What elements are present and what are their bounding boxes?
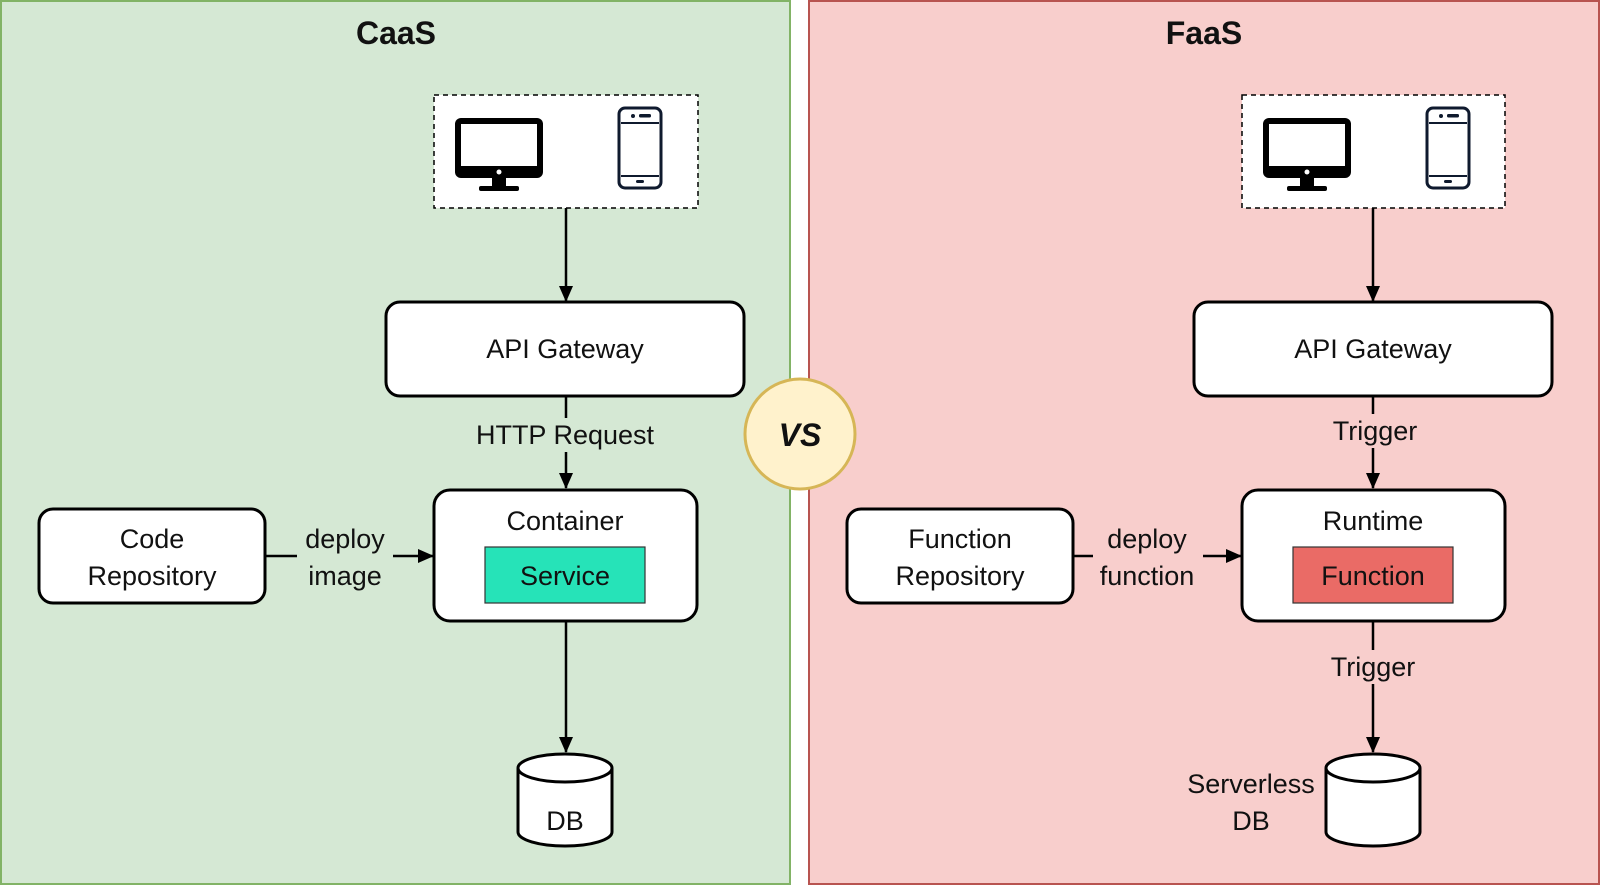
- faas-db-cylinder: [1324, 752, 1422, 848]
- faas-function-label: Function: [1321, 561, 1425, 591]
- faas-deploy-label-line2: function: [1100, 561, 1195, 591]
- caas-deploy-label-bg: [297, 520, 393, 594]
- faas-panel: FaaS API Gateway: [808, 0, 1600, 885]
- caas-http-request-label: HTTP Request: [476, 420, 655, 450]
- vs-label: VS: [779, 417, 822, 453]
- smartphone-icon: [1425, 106, 1471, 190]
- caas-clients-group: [433, 94, 699, 209]
- faas-trigger-out-label: Trigger: [1331, 652, 1416, 682]
- faas-db-label-line1: Serverless: [1187, 769, 1315, 799]
- faas-clients-group: [1241, 94, 1506, 209]
- caas-repo-label-line2: Repository: [87, 561, 217, 591]
- vs-badge: VS: [743, 377, 857, 491]
- caas-db-label: DB: [546, 806, 584, 836]
- caas-api-gateway-label: API Gateway: [486, 334, 644, 364]
- smartphone-icon: [617, 106, 663, 190]
- desktop-monitor-icon: [455, 118, 543, 191]
- caas-container-label: Container: [506, 506, 623, 536]
- caas-deploy-label-line1: deploy: [305, 524, 385, 554]
- faas-repo-label-line2: Repository: [895, 561, 1025, 591]
- caas-service-box: [484, 546, 646, 604]
- faas-title: FaaS: [1166, 15, 1242, 51]
- faas-api-gateway-label: API Gateway: [1294, 334, 1452, 364]
- faas-trigger-out-label-bg: [1320, 650, 1428, 684]
- caas-deploy-label-line2: image: [308, 561, 382, 591]
- faas-trigger-in-label: Trigger: [1333, 416, 1418, 446]
- caas-title: CaaS: [356, 15, 436, 51]
- vs-circle: [743, 377, 857, 491]
- faas-deploy-label-bg: [1093, 520, 1203, 594]
- faas-function-box: [1292, 546, 1454, 604]
- desktop-monitor-icon: [1263, 118, 1351, 191]
- faas-trigger-in-label-bg: [1318, 414, 1430, 448]
- faas-runtime-label: Runtime: [1323, 506, 1424, 536]
- caas-repo-label-line1: Code: [120, 524, 185, 554]
- caas-panel: CaaS API Gateway: [0, 0, 791, 885]
- faas-db-label-line2: DB: [1232, 806, 1270, 836]
- faas-deploy-label-line1: deploy: [1107, 524, 1187, 554]
- faas-repo-label-line1: Function: [908, 524, 1012, 554]
- caas-request-label-bg: [462, 418, 668, 452]
- caas-service-label: Service: [520, 561, 610, 591]
- caas-db-cylinder: [516, 752, 614, 848]
